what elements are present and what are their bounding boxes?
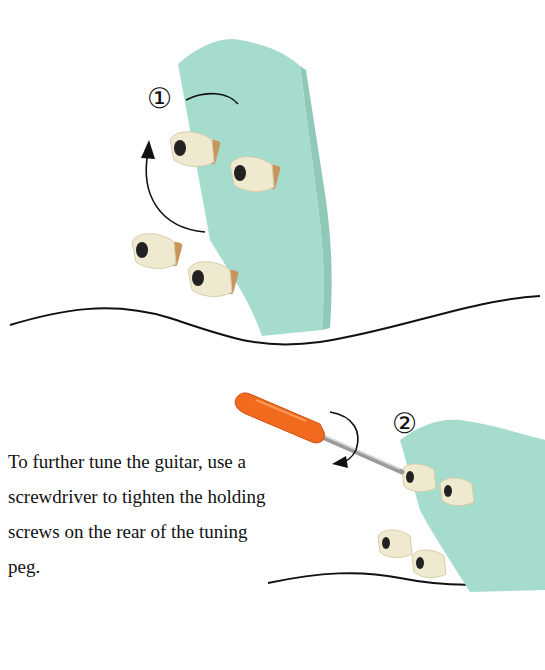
headstock	[178, 39, 324, 336]
arrow-head	[332, 456, 348, 468]
headstock	[400, 420, 545, 592]
callout-number: ②	[392, 410, 417, 438]
rotation-arrow	[146, 94, 238, 232]
headstock-side	[300, 66, 332, 330]
tuning-pegs	[378, 464, 474, 578]
tuning-pegs	[132, 132, 281, 297]
arrow-head	[141, 140, 155, 159]
screwdriver	[235, 393, 402, 472]
rotation-arrow	[330, 412, 358, 462]
callout-number: ①	[147, 85, 172, 113]
instruction-note: To further tune the guitar, use a screwd…	[8, 444, 270, 584]
